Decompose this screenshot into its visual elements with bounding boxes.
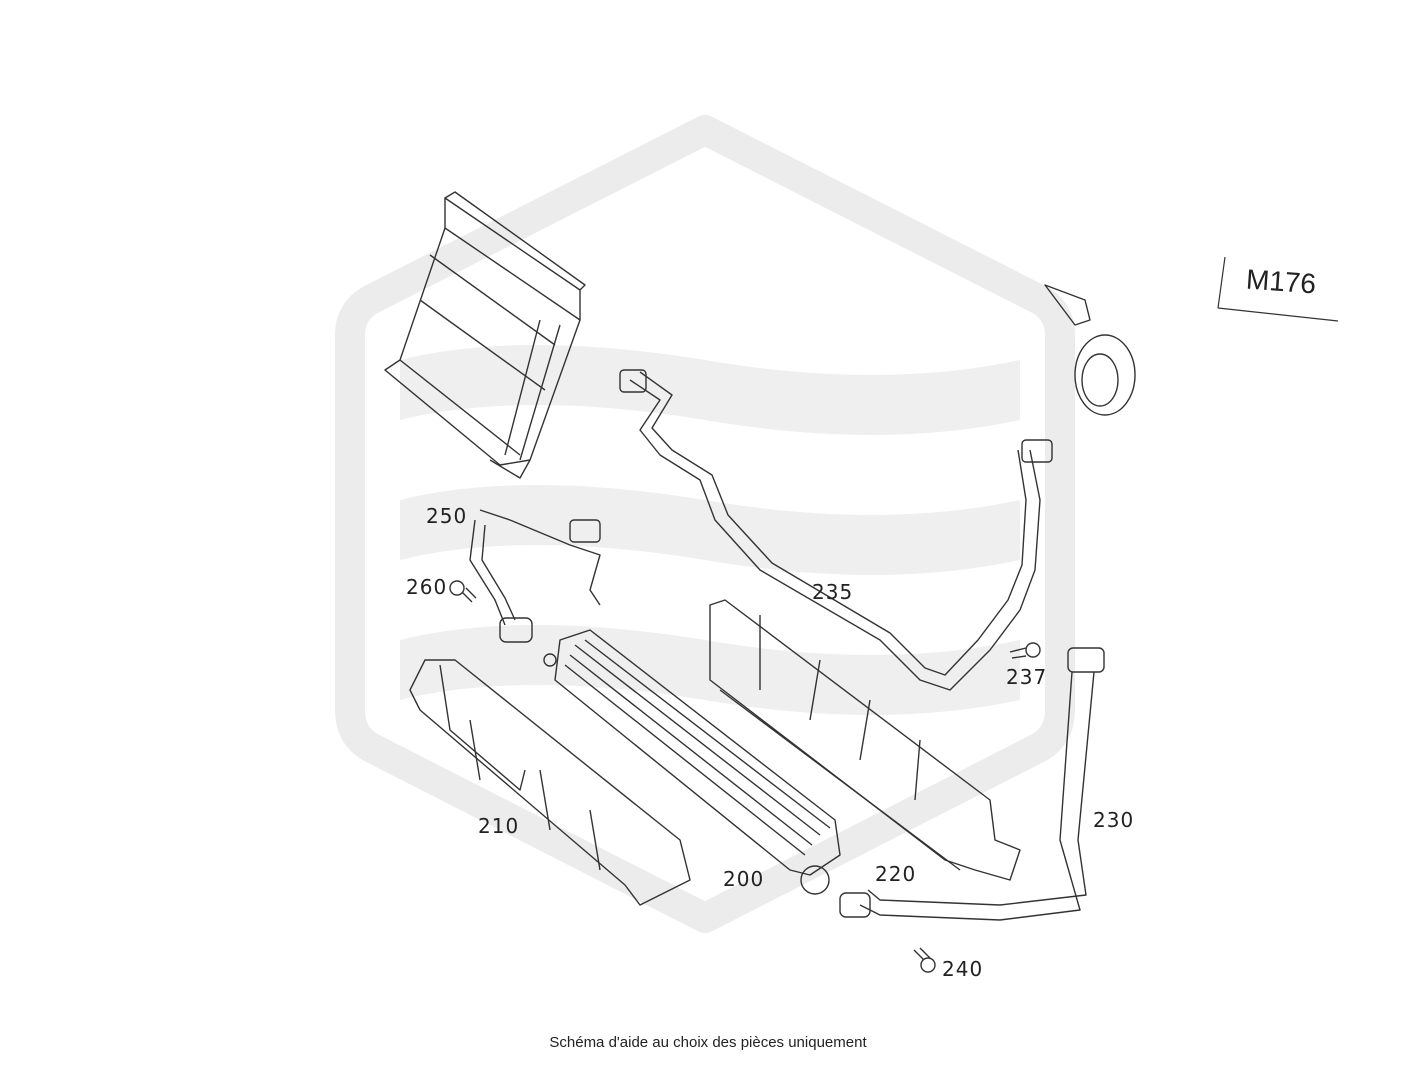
bolt-260 [449,580,477,603]
callout-200[interactable]: 200 [723,867,765,891]
hose-235 [619,369,1053,691]
bolt-240 [913,947,936,973]
callout-235[interactable]: 235 [812,580,854,604]
callout-220[interactable]: 220 [875,862,917,886]
engine-code-frame [1217,256,1339,322]
hose-250 [469,509,601,643]
connector-assembly [1044,284,1136,416]
hose-230 [839,647,1105,921]
callout-210[interactable]: 210 [478,814,520,838]
callout-230[interactable]: 230 [1093,808,1135,832]
shroud-220 [709,599,1021,881]
callout-250[interactable]: 250 [426,504,468,528]
disclaimer-caption: Schéma d'aide au choix des pièces unique… [549,1034,867,1051]
engine-code-label: M176 [1245,263,1318,300]
watermark-logo [335,115,1075,933]
callout-260[interactable]: 260 [406,575,448,599]
shroud-210 [409,659,691,906]
callout-237[interactable]: 237 [1006,665,1048,689]
bolt-237 [1009,642,1041,659]
heater-core [384,191,586,479]
callout-240[interactable]: 240 [942,957,984,981]
oil-cooler-200 [543,629,841,895]
